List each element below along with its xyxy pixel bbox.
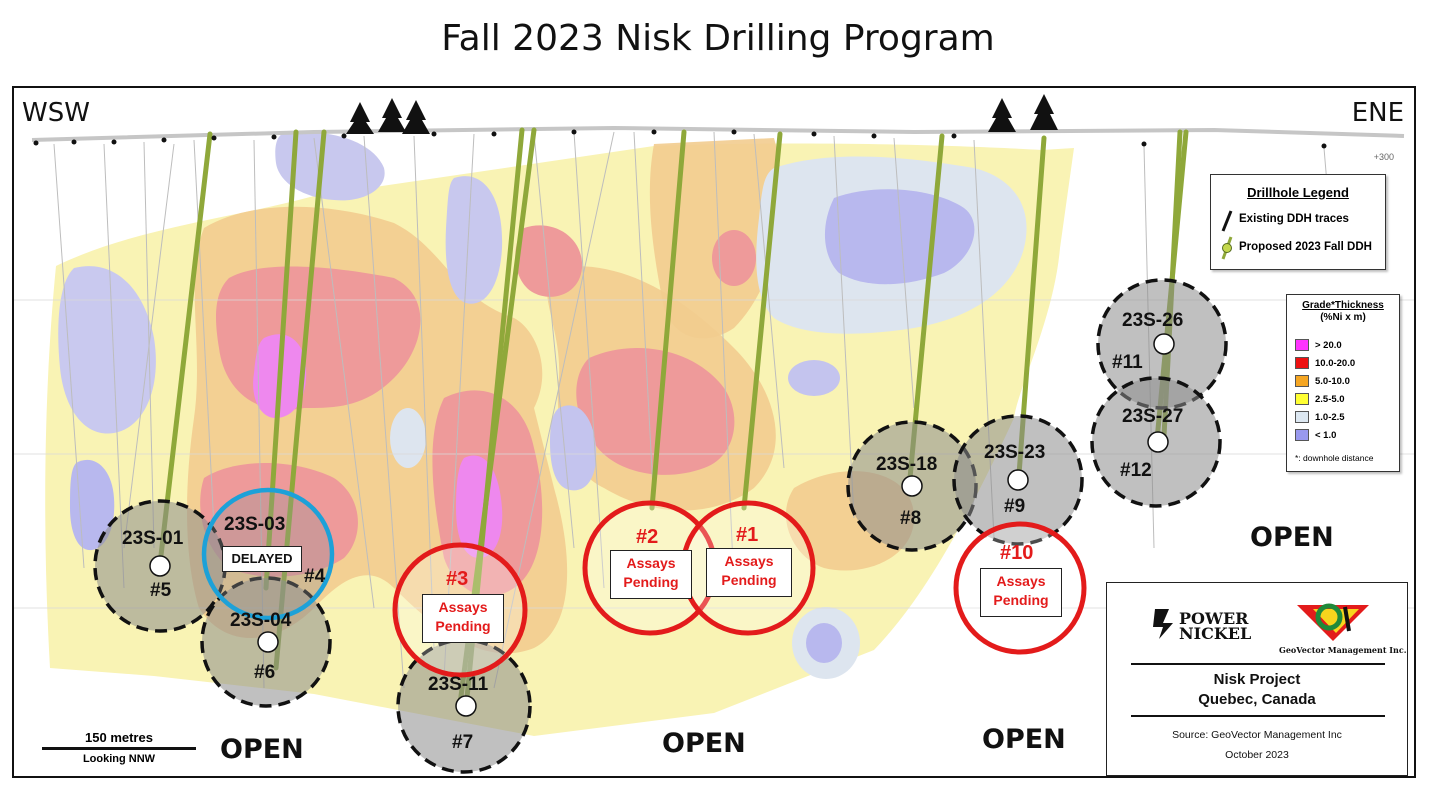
grade-legend-item: 1.0-2.5 bbox=[1295, 411, 1345, 425]
scale-bar-line bbox=[42, 747, 196, 750]
hole-id-23s-11: 23S-11 bbox=[428, 674, 489, 695]
grade-legend-item: 2.5-5.0 bbox=[1295, 393, 1345, 407]
grade-swatch bbox=[1295, 357, 1309, 370]
grade-legend-note: *: downhole distance bbox=[1295, 453, 1374, 463]
topography-line bbox=[31, 125, 1405, 142]
power-nickel-logo: POWER NICKEL bbox=[1179, 609, 1252, 643]
hole-number-4: #4 bbox=[304, 566, 326, 587]
zone-low-grade-light-3 bbox=[390, 408, 426, 468]
zone-low-grade-blue-1 bbox=[275, 132, 385, 201]
grade-legend-item: 10.0-20.0 bbox=[1295, 357, 1355, 371]
zone-medium-grade-top bbox=[649, 138, 782, 339]
pierce-points bbox=[149, 333, 1175, 717]
zone-lowest-grade-4 bbox=[788, 360, 840, 396]
drillhole-legend: Drillhole Legend Existing DDH traces Pro… bbox=[1210, 174, 1386, 270]
hole-id-23s-04: 23S-04 bbox=[230, 610, 292, 631]
grade-legend-item: < 1.0 bbox=[1295, 429, 1336, 443]
hole-number-8: #8 bbox=[900, 508, 922, 529]
zone-lowest-grade-2 bbox=[58, 266, 156, 434]
direction-wsw: WSW bbox=[22, 98, 90, 128]
pending-number-3: #3 bbox=[446, 568, 469, 590]
zone-high-grade-6 bbox=[712, 230, 756, 286]
power-nickel-logo-icon bbox=[1153, 609, 1173, 639]
hole-number-6: #6 bbox=[254, 662, 276, 683]
geovector-tag: GeoVector Management Inc. bbox=[1279, 645, 1407, 655]
scale-length: 150 metres bbox=[85, 730, 153, 745]
long-section-frame: WSW ENE +300 23S-01 #5 23S-03 DELAYED #4… bbox=[12, 86, 1416, 778]
project-location: Quebec, Canada bbox=[1198, 691, 1316, 708]
grade-swatch bbox=[1295, 393, 1309, 406]
hole-id-23s-03: 23S-03 bbox=[224, 514, 286, 535]
divider bbox=[1131, 715, 1385, 717]
grade-legend-item: > 20.0 bbox=[1295, 339, 1342, 353]
project-name: Nisk Project bbox=[1213, 671, 1301, 688]
legend-existing-ddh: Existing DDH traces bbox=[1239, 213, 1349, 225]
view-direction: Looking NNW bbox=[82, 753, 156, 765]
hole-id-23s-27: 23S-27 bbox=[1122, 406, 1184, 427]
elevation-label: +300 bbox=[1373, 152, 1394, 162]
direction-ene: ENE bbox=[1351, 98, 1404, 128]
pending-number-1: #1 bbox=[736, 524, 759, 546]
open-label-west: OPEN bbox=[220, 734, 304, 765]
grade-swatch bbox=[1295, 429, 1309, 442]
grade-legend-item: 5.0-10.0 bbox=[1295, 375, 1350, 389]
hole-number-12: #12 bbox=[1120, 460, 1152, 481]
zone-high-grade-5 bbox=[515, 225, 583, 297]
hole-number-5: #5 bbox=[150, 580, 172, 601]
hole-id-23s-23: 23S-23 bbox=[984, 442, 1046, 463]
proposed-ddh-icon bbox=[1221, 236, 1233, 260]
section-canvas bbox=[14, 94, 1414, 774]
drillhole-legend-title: Drillhole Legend bbox=[1247, 185, 1349, 200]
hole-number-7: #7 bbox=[452, 732, 474, 753]
scale-bar: 150 metres Looking NNW bbox=[42, 730, 196, 765]
pending-number-2: #2 bbox=[636, 526, 659, 548]
status-delayed: DELAYED bbox=[222, 546, 302, 572]
pending-number-10: #10 bbox=[1000, 542, 1034, 564]
open-label-east: OPEN bbox=[982, 724, 1066, 755]
status-assays-pending-10: Assays Pending bbox=[980, 568, 1062, 617]
open-label-far-east: OPEN bbox=[1250, 522, 1334, 553]
legend-proposed-ddh: Proposed 2023 Fall DDH bbox=[1239, 241, 1372, 253]
divider bbox=[1131, 663, 1385, 665]
zone-lowest-grade-6 bbox=[550, 405, 597, 491]
hole-id-23s-26: 23S-26 bbox=[1122, 310, 1184, 331]
hole-id-23s-18: 23S-18 bbox=[876, 454, 938, 475]
grade-swatch bbox=[1295, 411, 1309, 424]
source-credit: Source: GeoVector Management Inc bbox=[1172, 729, 1342, 741]
zone-high-grade-4 bbox=[576, 348, 735, 475]
status-assays-pending-3: Assays Pending bbox=[422, 594, 504, 643]
grade-swatch bbox=[1295, 375, 1309, 388]
figure-title: Fall 2023 Nisk Drilling Program bbox=[441, 18, 995, 59]
status-assays-pending-2: Assays Pending bbox=[610, 550, 692, 599]
geovector-logo-icon bbox=[1297, 603, 1369, 641]
project-title-block: POWER NICKEL GeoVector Management Inc. N… bbox=[1106, 582, 1408, 776]
zone-lowest-grade-5 bbox=[806, 623, 842, 663]
hole-number-11: #11 bbox=[1112, 352, 1143, 373]
open-label-center: OPEN bbox=[662, 728, 746, 759]
status-assays-pending-1: Assays Pending bbox=[706, 548, 792, 597]
grade-thickness-legend: Grade*Thickness (%Ni x m) > 20.0 10.0-20… bbox=[1286, 294, 1400, 472]
hole-number-9: #9 bbox=[1004, 496, 1026, 517]
figure-date: October 2023 bbox=[1225, 749, 1289, 761]
tree-icons bbox=[346, 94, 1058, 134]
grade-legend-title: Grade*Thickness (%Ni x m) bbox=[1302, 300, 1384, 323]
existing-ddh-icon bbox=[1221, 210, 1233, 232]
hole-id-23s-01: 23S-01 bbox=[122, 528, 184, 549]
collar-dots bbox=[33, 129, 1327, 149]
zone-low-grade-blue-2 bbox=[445, 176, 503, 304]
grade-swatch bbox=[1295, 339, 1309, 352]
